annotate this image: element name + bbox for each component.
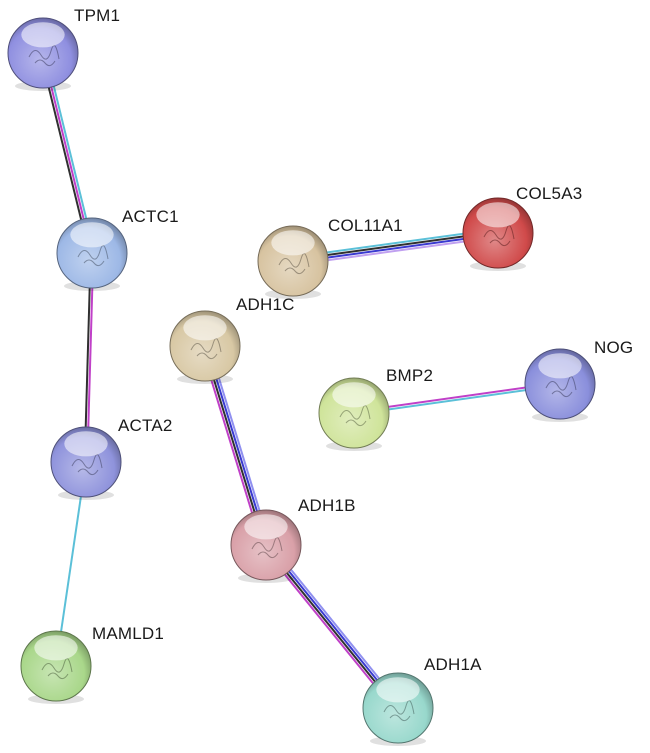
node-bmp2[interactable] — [318, 377, 390, 451]
protein-structure-icon — [483, 225, 515, 247]
node-label-adh1a: ADH1A — [424, 655, 482, 674]
protein-structure-icon — [77, 245, 109, 267]
node-label-mamld1: MAMLD1 — [92, 624, 165, 643]
node-label-col11a1: COL11A1 — [328, 216, 403, 235]
node-label-adh1c: ADH1C — [236, 295, 295, 314]
node-highlight — [21, 22, 65, 48]
node-highlight — [271, 230, 315, 256]
protein-structure-icon — [278, 253, 310, 275]
node-highlight — [183, 315, 227, 341]
node-adh1a[interactable] — [362, 672, 434, 746]
protein-structure-icon — [28, 45, 60, 67]
nodes-layer — [7, 17, 596, 746]
node-highlight — [244, 514, 288, 540]
node-acta2[interactable] — [50, 426, 122, 500]
node-highlight — [34, 635, 78, 661]
protein-structure-icon — [71, 454, 103, 476]
node-highlight — [70, 222, 114, 248]
node-label-nog: NOG — [594, 338, 634, 357]
node-label-acta2: ACTA2 — [118, 416, 173, 435]
node-highlight — [476, 202, 520, 228]
protein-structure-icon — [383, 700, 415, 722]
edges-layer — [39, 52, 561, 712]
node-mamld1[interactable] — [20, 630, 92, 704]
node-label-col5a3: COL5A3 — [516, 184, 583, 203]
node-highlight — [538, 353, 582, 379]
node-col11a1[interactable] — [257, 225, 329, 299]
protein-structure-icon — [339, 405, 371, 427]
protein-structure-icon — [251, 537, 283, 559]
node-nog[interactable] — [524, 348, 596, 422]
protein-structure-icon — [545, 376, 577, 398]
node-actc1[interactable] — [56, 217, 128, 291]
node-highlight — [64, 431, 108, 457]
node-highlight — [332, 382, 376, 408]
node-adh1c[interactable] — [169, 310, 241, 384]
node-label-tpm1: TPM1 — [74, 6, 121, 25]
protein-structure-icon — [190, 338, 222, 360]
node-label-actc1: ACTC1 — [122, 207, 179, 226]
protein-structure-icon — [41, 658, 73, 680]
node-col5a3[interactable] — [462, 197, 534, 271]
node-tpm1[interactable] — [7, 17, 79, 91]
node-label-adh1b: ADH1B — [298, 496, 356, 515]
node-adh1b[interactable] — [230, 509, 302, 583]
node-label-bmp2: BMP2 — [386, 366, 434, 385]
node-highlight — [376, 677, 420, 703]
